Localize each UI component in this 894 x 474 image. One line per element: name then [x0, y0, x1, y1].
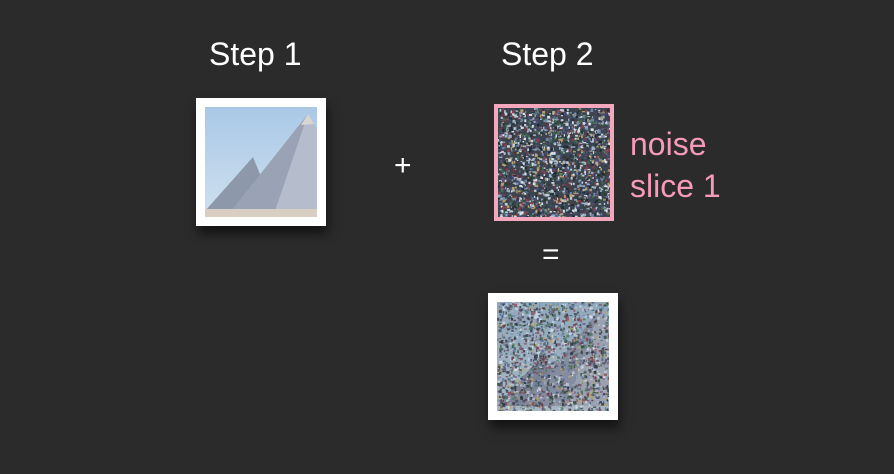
plus-operator: + [394, 149, 412, 182]
step1-label: Step 1 [209, 36, 302, 72]
equals-operator: = [542, 238, 560, 271]
noise-label-line1: noise [630, 126, 707, 162]
pyramid-image [205, 107, 317, 217]
pyramid-photo [196, 98, 326, 226]
noisy-pyramid-image [497, 302, 609, 411]
noise-slice-frame [494, 104, 614, 221]
noisy-result-photo [488, 293, 618, 420]
noise-label-line2: slice 1 [630, 168, 721, 204]
step2-label: Step 2 [501, 36, 594, 72]
noise-slice-image [498, 108, 610, 217]
